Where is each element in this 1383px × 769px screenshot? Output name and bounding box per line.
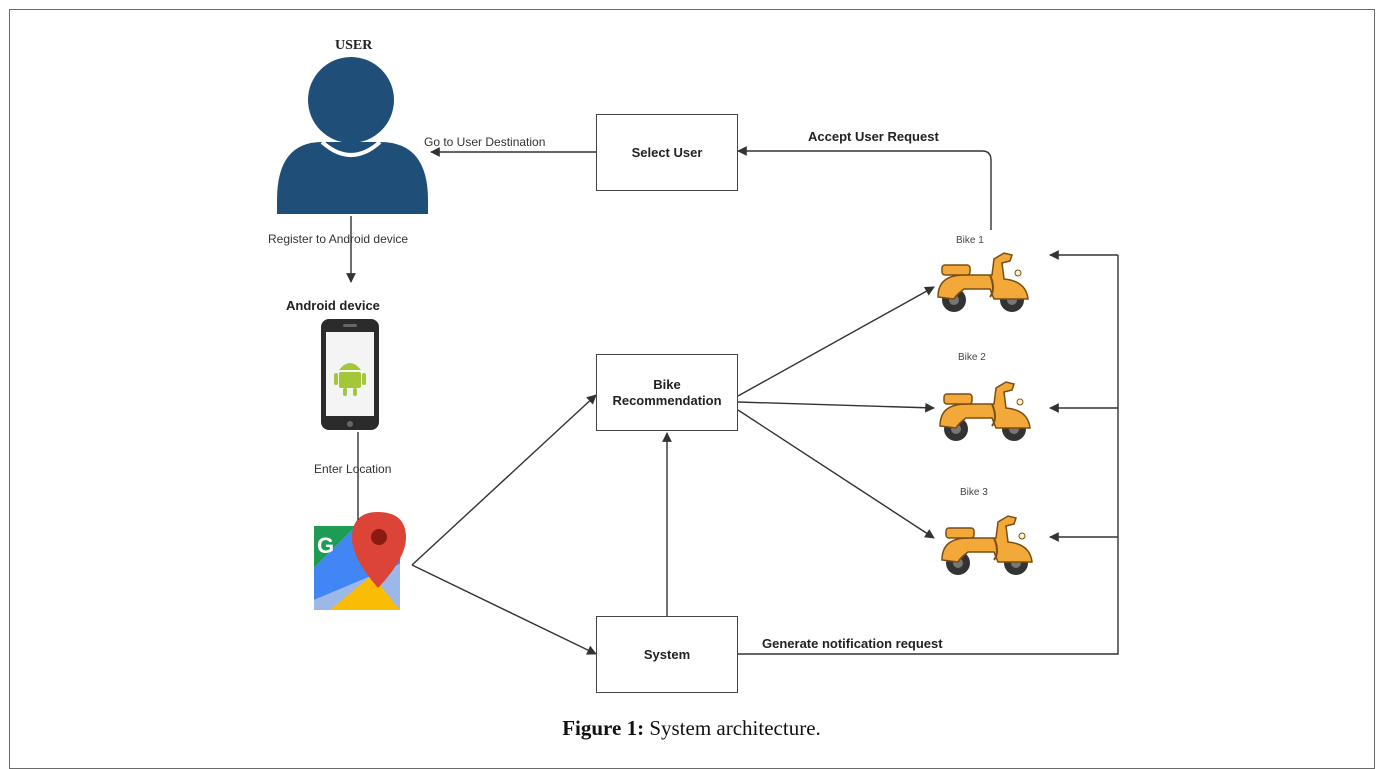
bike-3-label: Bike 3 — [960, 487, 988, 498]
edge-rec-bike3 — [737, 409, 935, 539]
register-label: Register to Android device — [268, 232, 409, 246]
generate-notification-label: Generate notification request — [762, 636, 943, 651]
caption-prefix: Figure 1: — [562, 716, 645, 740]
caption-text: System architecture. — [644, 716, 821, 740]
android-device-label: Android device — [286, 298, 380, 313]
edge-rec-bike1 — [737, 286, 935, 397]
user-label: USER — [335, 38, 373, 53]
edge-maps-system — [411, 564, 597, 655]
bike-recommendation-box: Bike Recommendation — [596, 354, 738, 431]
accept-request-label: Accept User Request — [808, 129, 939, 144]
android-phone-icon — [321, 319, 379, 430]
select-user-box: Select User — [596, 114, 738, 191]
google-maps-icon — [314, 512, 406, 610]
bike-recommendation-label: Bike Recommendation — [612, 376, 722, 408]
enter-location-label: Enter Location — [314, 462, 392, 476]
system-box: System — [596, 616, 738, 693]
bike-1-label: Bike 1 — [956, 235, 984, 246]
select-user-label: Select User — [631, 144, 703, 160]
user-icon — [277, 57, 428, 214]
maps-g-letter: G — [317, 533, 335, 558]
go-to-destination-label: Go to User Destination — [424, 135, 546, 149]
figure-caption: Figure 1: System architecture. — [0, 716, 1383, 741]
bike-2-label: Bike 2 — [958, 352, 986, 363]
edge-rec-bike2 — [737, 401, 935, 413]
edge-maps-bike-rec — [411, 394, 597, 566]
edge-bike1-accept — [737, 146, 992, 230]
edge-system-notify — [738, 255, 1119, 655]
bike-1-icon — [937, 252, 1029, 313]
system-label: System — [643, 646, 691, 662]
bike-3-icon — [941, 515, 1033, 576]
bike-2-icon — [939, 381, 1031, 442]
